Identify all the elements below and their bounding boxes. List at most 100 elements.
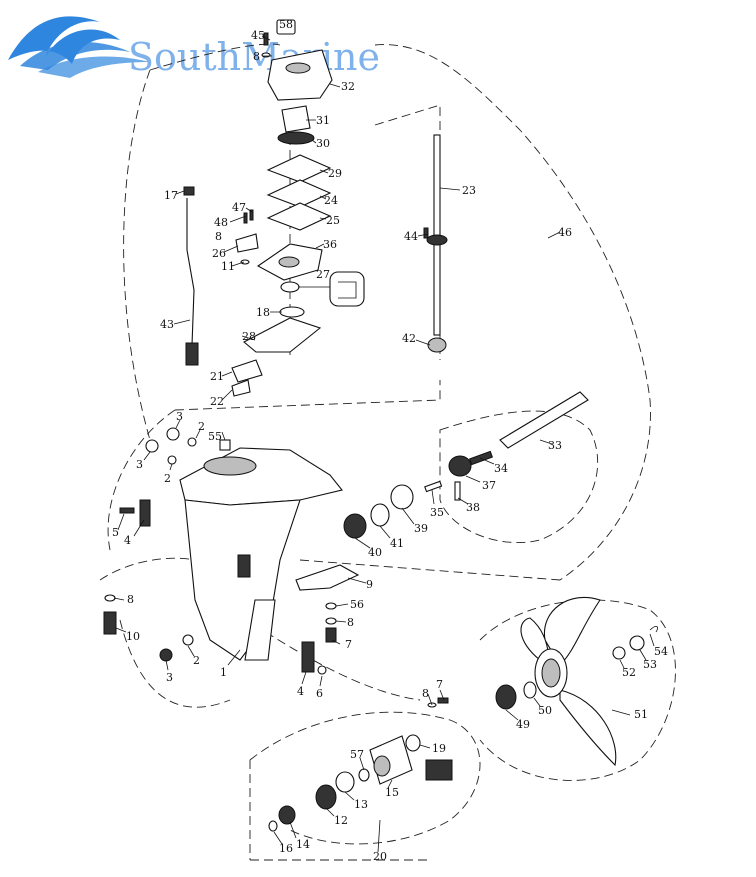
callout-30: 30 <box>316 137 330 150</box>
bearing-40 <box>343 513 367 539</box>
screw-7 <box>325 627 337 643</box>
callout-15: 15 <box>385 786 399 799</box>
callout-1: 1 <box>220 666 227 679</box>
washer-16 <box>268 820 278 832</box>
callout-8e: 8 <box>422 687 429 700</box>
screw-7b <box>437 697 449 704</box>
callout-51: 51 <box>634 708 648 721</box>
callout-11: 11 <box>221 260 235 273</box>
callout-38: 38 <box>466 501 480 514</box>
pin-44 <box>423 227 429 239</box>
anode-4 <box>139 499 151 527</box>
drive-shaft <box>423 134 448 353</box>
washer-2b <box>167 455 177 465</box>
callout-29: 29 <box>328 167 342 180</box>
southmarine-logo: SouthMarine <box>8 16 380 79</box>
callout-24: 24 <box>324 194 338 207</box>
leader-lines <box>113 35 655 853</box>
callout-3: 3 <box>176 410 183 423</box>
impeller-30 <box>277 131 315 145</box>
callout-12: 12 <box>334 814 348 827</box>
callout-49: 49 <box>516 718 530 731</box>
plug-3c <box>159 648 173 662</box>
callout-2b: 2 <box>164 472 171 485</box>
screw-5 <box>119 507 135 514</box>
callout-8c: 8 <box>127 593 134 606</box>
gasket-25 <box>266 202 332 231</box>
dashed-group-outlines <box>99 43 676 861</box>
callout-26: 26 <box>212 247 226 260</box>
washer-2 <box>187 437 197 447</box>
water-pump-parts <box>235 19 365 353</box>
callout-22: 22 <box>210 395 224 408</box>
gear-42 <box>427 337 447 353</box>
cotter-pin-54 <box>649 626 658 633</box>
washer-56 <box>325 602 337 610</box>
callout-10: 10 <box>126 630 140 643</box>
o-ring-13 <box>335 771 355 793</box>
prop-shaft-33 <box>499 391 589 449</box>
washer-19 <box>405 734 421 752</box>
callout-58: 58 <box>279 18 293 31</box>
callout-31: 31 <box>316 114 330 127</box>
shift-rod <box>183 186 199 366</box>
anode-4b <box>301 641 315 673</box>
callout-44: 44 <box>404 230 418 243</box>
callout-33: 33 <box>548 439 562 452</box>
callout-17: 17 <box>164 189 178 202</box>
callout-53: 53 <box>643 658 657 671</box>
callout-48: 48 <box>214 216 228 229</box>
callout-55: 55 <box>208 430 222 443</box>
screw-47 <box>249 209 254 221</box>
callout-41: 41 <box>390 537 404 550</box>
washer-2c <box>182 634 194 646</box>
gearcase-1 <box>184 499 301 661</box>
callout-52: 52 <box>622 666 636 679</box>
nut-6 <box>317 665 327 675</box>
insert-31 <box>281 105 311 133</box>
callout-6: 6 <box>316 687 323 700</box>
callout-2: 2 <box>198 420 205 433</box>
brand-name: SouthMarine <box>128 35 380 79</box>
gearcase-upper <box>103 359 360 675</box>
callout-2c: 2 <box>193 654 200 667</box>
tab-washer <box>425 759 453 781</box>
gasket-29 <box>266 154 332 183</box>
callout-3b: 3 <box>136 458 143 471</box>
callout-39: 39 <box>414 522 428 535</box>
callout-50: 50 <box>538 704 552 717</box>
bearing-12 <box>315 784 337 810</box>
propeller-parts <box>495 596 658 767</box>
callout-16: 16 <box>279 842 293 855</box>
callout-56: 56 <box>350 598 364 611</box>
callout-25: 25 <box>326 214 340 227</box>
callout-47: 47 <box>232 201 246 214</box>
callout-57: 57 <box>350 748 364 761</box>
callout-32: 32 <box>341 80 355 93</box>
washer-50 <box>523 681 537 699</box>
seal-27 <box>280 281 300 293</box>
callout-28: 28 <box>242 330 256 343</box>
callout-3c: 3 <box>166 671 173 684</box>
bearing-housing-parts <box>268 697 453 832</box>
callout-14: 14 <box>296 838 310 851</box>
callout-42: 42 <box>402 332 416 345</box>
nut-53 <box>629 635 645 651</box>
callout-36: 36 <box>323 238 337 251</box>
propeller-shaft-parts <box>343 391 589 539</box>
nut-17 <box>183 186 195 196</box>
gear-14 <box>278 805 296 825</box>
shift-rod-43 <box>186 198 195 346</box>
callout-4b: 4 <box>297 685 304 698</box>
callout-18: 18 <box>256 306 270 319</box>
thrust-49 <box>495 684 517 710</box>
gasket-28 <box>243 317 322 353</box>
callout-8b: 8 <box>215 230 222 243</box>
washer-52 <box>612 646 626 660</box>
pin-35 <box>424 480 443 493</box>
callout-19: 19 <box>432 742 446 755</box>
seal-detail-27 <box>329 271 365 307</box>
shim-41 <box>370 503 390 527</box>
callout-5: 5 <box>112 526 119 539</box>
